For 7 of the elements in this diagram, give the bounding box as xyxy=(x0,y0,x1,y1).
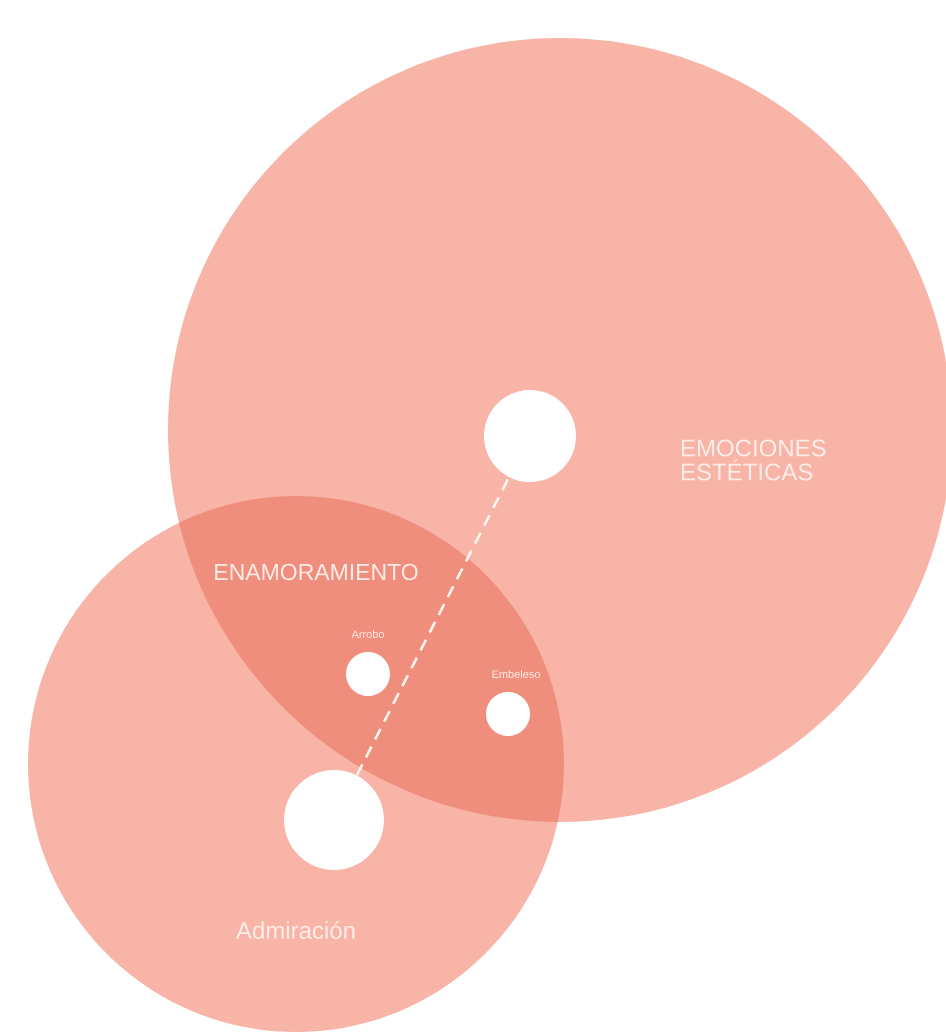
overlap-region: ENAMORAMIENTO xyxy=(215,563,418,581)
dot xyxy=(284,770,384,870)
dashed-line xyxy=(355,476,511,776)
node-label: Admiración xyxy=(236,921,355,939)
dot xyxy=(484,390,576,482)
dot xyxy=(346,652,390,696)
dot xyxy=(486,692,530,736)
